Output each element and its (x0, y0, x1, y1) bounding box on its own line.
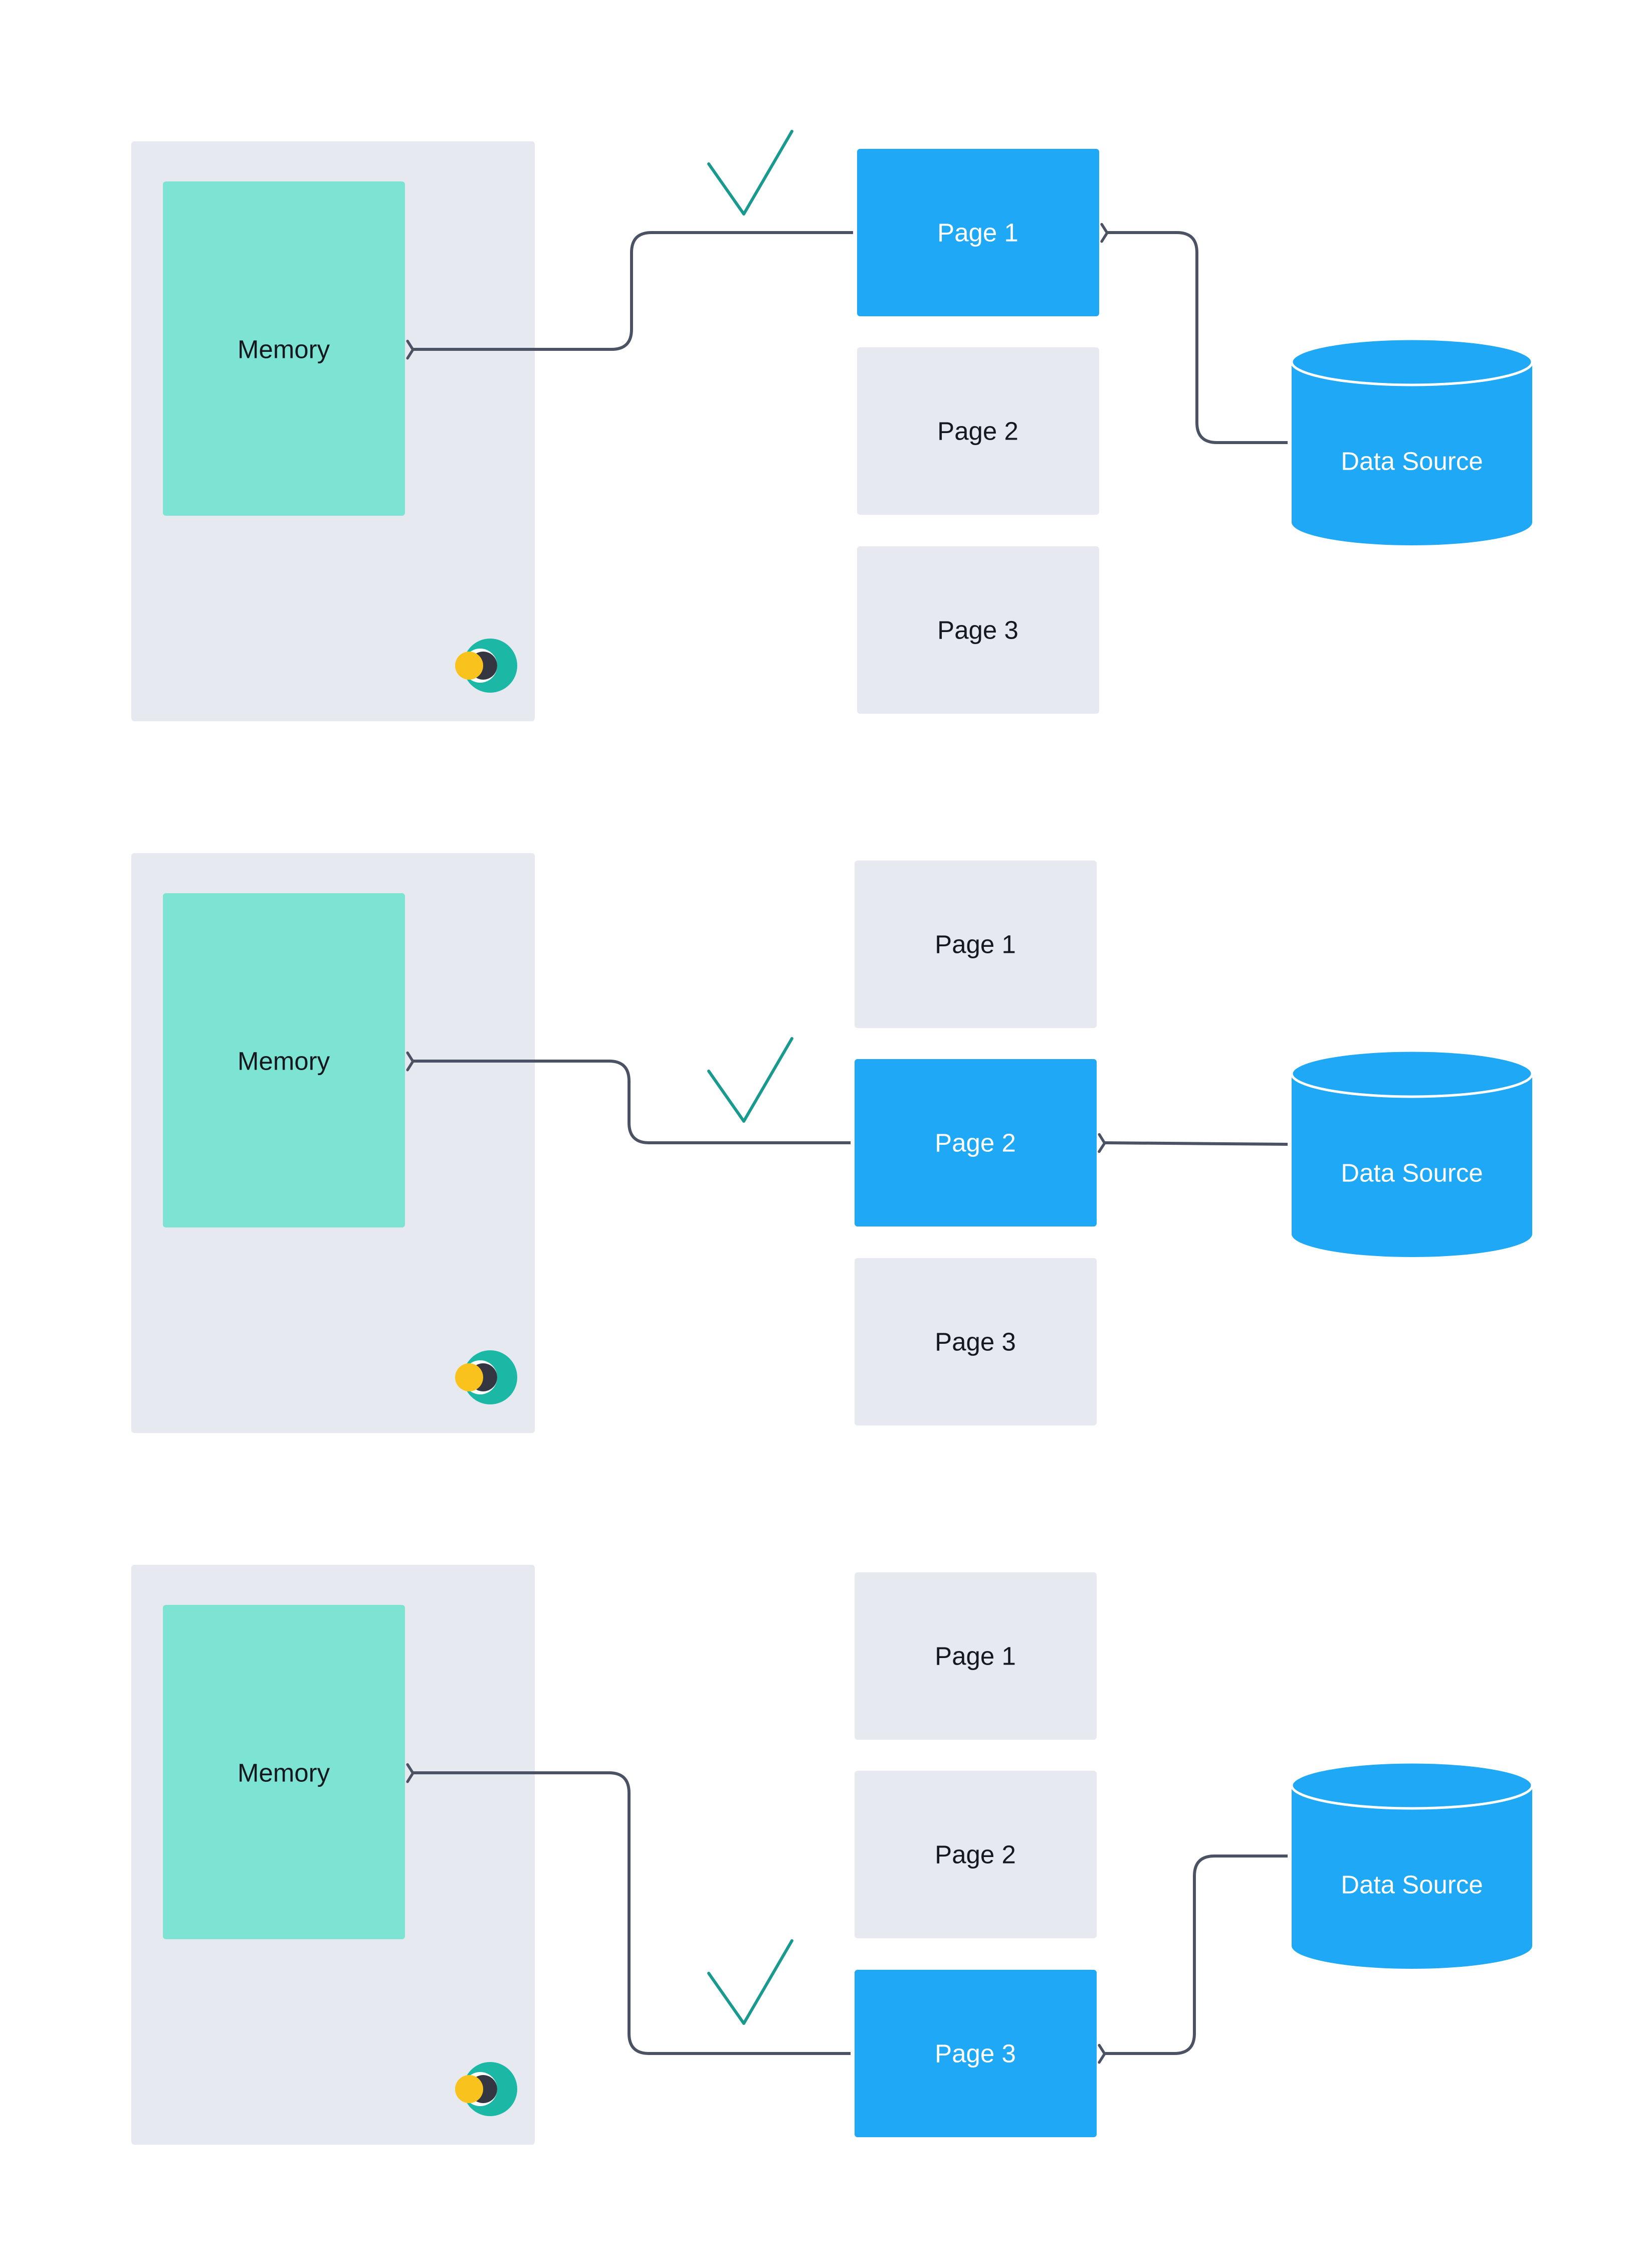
page-1-label: Page 1 (935, 1642, 1016, 1671)
memory-block (163, 1605, 405, 1939)
elastic-logo-icon (455, 639, 517, 693)
memory-connector-arrow (406, 1763, 851, 2055)
checkmark-icon (707, 1939, 793, 2025)
memory-label: Memory (238, 1759, 330, 1787)
scenario-3: Memory Page 1 Page 2 Page 3 Data Source (131, 1565, 1534, 2145)
data-source-label: Data Source (1341, 1871, 1483, 1899)
memory-label: Memory (238, 335, 330, 364)
page-2-label: Page 2 (935, 1840, 1016, 1869)
memory-block (163, 181, 405, 516)
page-3-block: Page 3 (857, 546, 1099, 714)
data-source-cylinder: Data Source (1290, 1761, 1534, 1969)
elastic-logo-icon (455, 1350, 517, 1404)
memory-block (163, 893, 405, 1227)
memory-connector-arrow (406, 231, 853, 360)
page-2-block: Page 2 (855, 1771, 1097, 1938)
data-source-cylinder: Data Source (1290, 337, 1534, 545)
checkmark-icon (707, 1037, 793, 1123)
data-source-cylinder: Data Source (1290, 1049, 1534, 1257)
checkmark-icon (707, 130, 793, 216)
elastic-logo-icon (455, 2062, 517, 2116)
data-source-label: Data Source (1341, 447, 1483, 476)
data-source-connector-arrow (1098, 1855, 1288, 2064)
page-3-block: Page 3 (855, 1970, 1097, 2137)
page-2-block: Page 2 (855, 1059, 1097, 1226)
page-2-block: Page 2 (857, 347, 1099, 515)
scenario-2: Memory Page 1 Page 2 Page 3 Data Source (131, 853, 1534, 1433)
data-source-connector-arrow (1098, 1133, 1288, 1153)
data-source-label: Data Source (1341, 1159, 1483, 1187)
page-1-label: Page 1 (937, 219, 1018, 247)
memory-label: Memory (238, 1047, 330, 1076)
page-1-block: Page 1 (855, 1572, 1097, 1740)
page-1-label: Page 1 (935, 930, 1016, 959)
page-2-label: Page 2 (937, 417, 1018, 446)
page-1-block: Page 1 (855, 861, 1097, 1028)
memory-connector-arrow (406, 1051, 851, 1144)
data-source-connector-arrow (1100, 223, 1288, 444)
page-3-label: Page 3 (935, 2039, 1016, 2068)
page-2-label: Page 2 (935, 1129, 1016, 1157)
page-3-label: Page 3 (935, 1328, 1016, 1356)
scenario-1: Memory Page 1 Page 2 Page 3 Data Source (131, 130, 1534, 721)
page-3-label: Page 3 (937, 616, 1018, 645)
page-3-block: Page 3 (855, 1258, 1097, 1425)
page-1-block: Page 1 (857, 149, 1099, 316)
